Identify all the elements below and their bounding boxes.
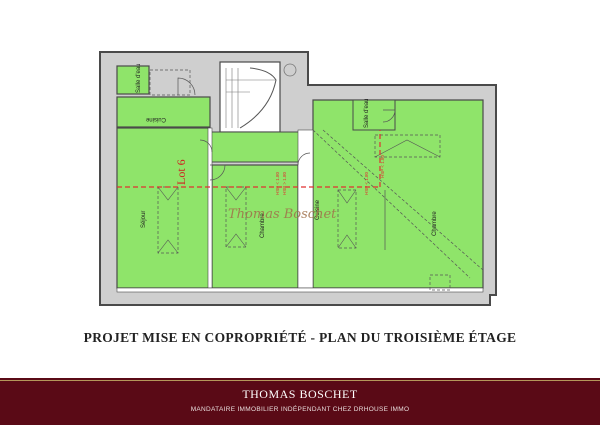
plan-caption: PROJET MISE EN COPROPRIÉTÉ - PLAN DU TRO… xyxy=(83,330,517,345)
hsp-label-a: HSP < 1.80 xyxy=(275,171,280,195)
label-chambre-right: Chambre xyxy=(432,211,438,236)
room-salle-deau-right xyxy=(352,99,396,131)
label-cuisine-top: Cuisine xyxy=(145,116,166,122)
hsp-label-b: HSP > 1.80 xyxy=(282,171,287,195)
room-cuisine-top xyxy=(116,96,211,128)
agent-name: THOMAS BOSCHET xyxy=(242,387,358,401)
label-chambre-mid: Chambre xyxy=(260,213,266,238)
footer-bar xyxy=(0,378,600,425)
hsp-label-d: HSP < 1.80 xyxy=(380,154,385,178)
floor-plan: HSP < 1.80 HSP > 1.80 HSP < 1.80 HSP < 1… xyxy=(99,51,497,306)
room-sejour xyxy=(116,127,211,289)
landing xyxy=(209,131,311,163)
label-cuisine-mid: Cuisine xyxy=(315,199,321,220)
room-chambre-right xyxy=(312,99,484,289)
agent-subtitle: MANDATAIRE IMMOBILIER INDÉPENDANT CHEZ D… xyxy=(190,406,410,413)
lot-label: Lot 6 xyxy=(174,159,188,185)
hsp-label-c: HSP < 1.80 xyxy=(364,171,369,195)
label-sejour: Séjour xyxy=(141,211,147,228)
room-salle-deau-left xyxy=(116,65,150,95)
label-salle-deau-left: Salle d'eau xyxy=(136,63,142,93)
watermark: Thomas Boschet xyxy=(228,207,337,222)
label-salle-deau-right: Salle d'eau xyxy=(364,98,370,128)
footer-rule xyxy=(0,380,600,381)
